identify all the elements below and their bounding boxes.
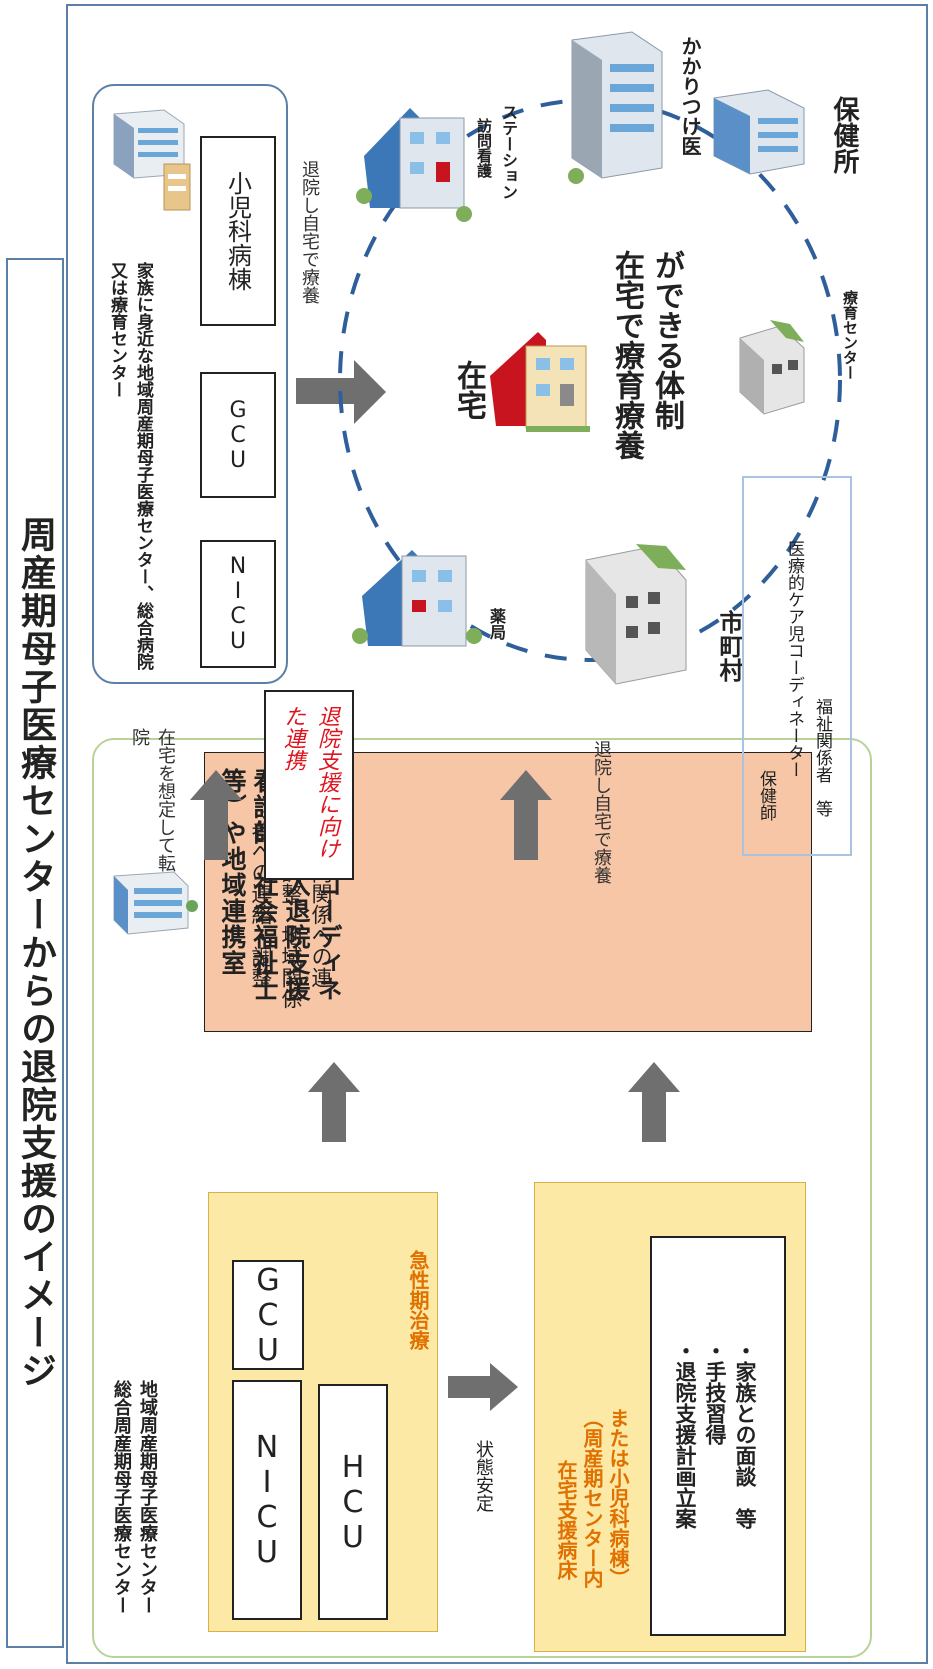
pharmacy-label: 薬局	[487, 608, 506, 640]
gcu-label: GCU	[250, 1262, 286, 1368]
center-label-2: 地域周産期母子医療センター	[137, 1380, 158, 1614]
arrow-transfer-head	[190, 770, 242, 800]
title-box: 周産期母子医療センターからの退院支援のイメージ	[6, 258, 64, 1648]
hospital-gcu-label: GCU	[225, 397, 251, 473]
home-support-title: 在宅支援病床	[554, 1460, 578, 1580]
family-doctor-label: かかりつけ医	[678, 36, 702, 156]
discharge-top-label: 退院し自宅で療養	[299, 160, 320, 304]
arrow-up-left-stem	[322, 1090, 346, 1142]
hospital-nicu-box: NICU	[200, 540, 276, 668]
page-title: 周産期母子医療センターからの退院支援のイメージ	[15, 516, 56, 1390]
arrow-discharge-head	[500, 770, 552, 800]
municipality-staff-bracket	[744, 476, 852, 856]
arrow-up-left	[308, 1062, 360, 1092]
discharge-label: 退院し自宅で療養	[591, 740, 612, 884]
center-frame	[92, 738, 872, 1658]
municipality-staff-1: 保健師	[756, 770, 776, 821]
rehab-center-label: 療育センター	[841, 290, 859, 380]
hospital-box-title: 家族に身近な地域周産期母子医療センター、総合病院又は療育センター	[107, 262, 153, 670]
health-center-label: 保健所	[829, 96, 859, 174]
home-support-item-3: ・家族との面談 等	[733, 1340, 757, 1529]
hospital-pediatric-label: 小児科病棟	[223, 171, 252, 291]
municipality-building-icon	[585, 544, 687, 685]
center-label-1: 総合周産期母子医療センター	[111, 1380, 132, 1614]
arrow-to-home-head	[354, 360, 386, 424]
arrow-to-home-stem	[296, 378, 356, 404]
home-caption-1: 在宅で療育療養	[609, 250, 644, 460]
home-house-icon	[490, 332, 590, 432]
regional-hospital-icon	[113, 109, 191, 211]
transfer-label-1: 在宅を想定して転院	[129, 728, 176, 872]
hospital-building-icon	[113, 871, 198, 935]
acute-care-label: 急性期治療	[406, 1250, 430, 1350]
arrow-stable-head	[490, 1363, 518, 1411]
hospital-pediatric-box: 小児科病棟	[200, 136, 276, 326]
municipality-staff-3: 福祉関係者 等	[812, 698, 832, 817]
nicu-label: NICU	[249, 1430, 285, 1570]
collab-label: 退院支援に向けた連携	[280, 705, 339, 859]
home-support-item-1: ・退院支援計画立案	[673, 1340, 697, 1529]
hcu-label: HCU	[335, 1449, 371, 1555]
home-caption-2: ができる体制	[649, 250, 684, 430]
home-support-sub2: または小児科病棟）	[606, 1408, 630, 1588]
health-center-icon	[713, 89, 805, 175]
hospital-gcu-box: GCU	[200, 372, 276, 498]
hospital-nicu-label: NICU	[225, 554, 251, 654]
nicu-box: NICU	[232, 1380, 302, 1620]
visiting-nursing-label-1: 訪問看護	[475, 118, 493, 178]
home-support-item-2: ・手技習得	[703, 1340, 727, 1445]
arrow-transfer-stem	[204, 800, 228, 860]
rehab-center-icon	[739, 320, 805, 415]
municipality-staff-2: 医療的ケア児コーディネーター	[784, 540, 804, 778]
home-title: 在宅	[451, 360, 486, 420]
municipality-label: 市町村	[715, 610, 743, 682]
arrow-stable	[448, 1376, 492, 1398]
visiting-nursing-icon	[356, 108, 472, 222]
arrow-up-right-stem	[642, 1090, 666, 1142]
stable-label: 状態安定	[473, 1440, 494, 1512]
coordinator-box	[204, 752, 812, 1032]
gcu-box: GCU	[232, 1260, 304, 1370]
home-support-items-box	[650, 1236, 786, 1636]
arrow-up-right	[628, 1062, 680, 1092]
arrow-discharge-stem	[514, 800, 538, 860]
collab-box: 退院支援に向けた連携	[264, 690, 354, 880]
hospital-box	[92, 84, 288, 684]
pharmacy-icon	[352, 550, 482, 647]
outer-frame	[66, 4, 928, 1664]
municipality-staff-bracket-left	[742, 476, 748, 856]
home-support-sub1: （周産期センター内	[580, 1408, 604, 1588]
visiting-nursing-label-2: ステーション	[499, 104, 518, 200]
family-doctor-icon	[568, 31, 663, 184]
hcu-box: HCU	[318, 1384, 388, 1620]
municipality-staff-bracket-right	[846, 476, 852, 856]
